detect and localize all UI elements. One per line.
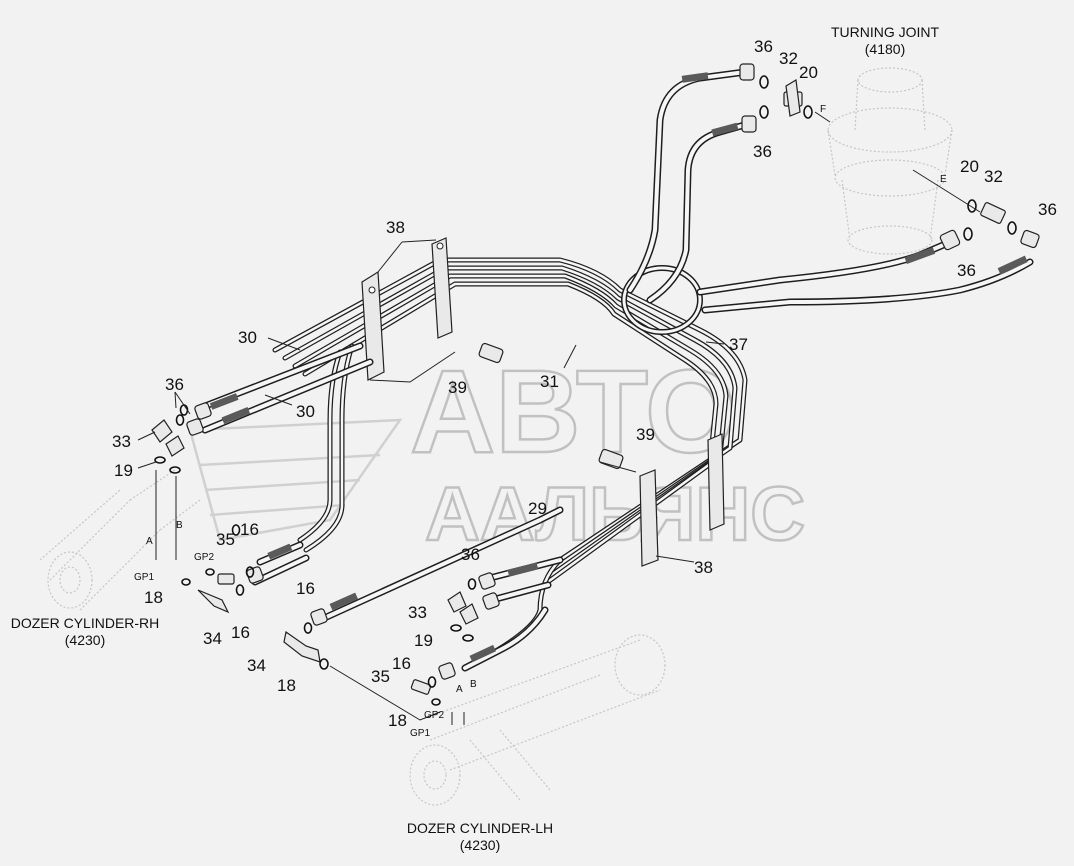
watermark-logo [188,418,403,542]
fittings [151,63,1040,695]
callout-18: 18 [388,711,407,730]
pipe-bundle [272,257,748,663]
component-labels: TURNING JOINT (4180) DOZER CYLINDER-RH (… [11,24,940,853]
dozer-lh-label: DOZER CYLINDER-LH [407,820,553,836]
callout-18: 18 [144,588,163,607]
part-callouts: 36 32 20 36 20 32 36 36 38 37 30 30 31 3… [112,37,1057,730]
callout-35: 35 [371,667,390,686]
leader-lines [137,111,981,725]
callout-38: 38 [386,218,405,237]
dozer-rh-code: (4230) [65,632,105,648]
callout-38: 38 [694,558,713,577]
port-gp2-lh: GP2 [424,710,444,721]
port-e: E [940,174,947,185]
callout-32: 32 [984,167,1003,186]
callout-34: 34 [203,629,222,648]
callout-29: 29 [528,499,547,518]
callout-36: 36 [753,142,772,161]
callout-36: 36 [1038,200,1057,219]
callout-30: 30 [238,328,257,347]
callout-16: 16 [392,654,411,673]
port-gp2-rh: GP2 [194,552,214,563]
clamp-37 [621,265,703,335]
callout-34: 34 [247,656,266,675]
port-b-rh: B [176,520,183,531]
watermark: АВТО ААЛЬЯНС [188,345,806,558]
callout-16: 16 [296,579,315,598]
callout-36: 36 [165,375,184,394]
callout-32: 32 [779,49,798,68]
turning-joint-label: TURNING JOINT [831,24,940,40]
dozer-rh-label: DOZER CYLINDER-RH [11,615,160,631]
hose-turning-joint-right [696,236,1034,314]
callout-16: 16 [231,623,250,642]
dozer-lh-code: (4230) [460,837,500,853]
callout-37: 37 [729,335,748,354]
o-rings [154,75,1017,706]
turning-joint-ghost [827,67,953,255]
hose-lh-cylinder [461,556,564,672]
turning-joint-code: (4180) [865,41,905,57]
callout-20: 20 [960,157,979,176]
clamp-38-upper [361,237,453,381]
dozer-cylinder-lh-ghost [409,634,666,806]
hose-29 [316,506,564,624]
port-labels: F E A B GP2 GP1 A B GP2 GP1 [134,104,947,739]
port-gp1-lh: GP1 [410,728,430,739]
callout-19: 19 [414,631,433,650]
callout-39: 39 [448,378,467,397]
callout-20: 20 [799,63,818,82]
callout-18: 18 [277,676,296,695]
hose-turning-joint-upper [626,68,752,304]
callout-36: 36 [461,545,480,564]
callout-19: 19 [114,461,133,480]
port-a-lh: A [456,684,463,695]
port-f: F [820,104,826,115]
watermark-line1: АВТО [410,346,737,478]
callout-36: 36 [957,261,976,280]
callout-39: 39 [636,425,655,444]
hose-30 [196,342,374,434]
callout-36: 36 [754,37,773,56]
port-gp1-rh: GP1 [134,572,154,583]
callout-33: 33 [408,603,427,622]
callout-30: 30 [296,402,315,421]
clamp-38-lower [639,433,725,567]
callout-35: 35 [216,530,235,549]
port-a-rh: A [146,536,153,547]
callout-33: 33 [112,432,131,451]
port-b-lh: B [470,679,477,690]
callout-31: 31 [540,372,559,391]
dozer-cylinder-rh-ghost [39,469,201,611]
callout-16: 16 [240,520,259,539]
